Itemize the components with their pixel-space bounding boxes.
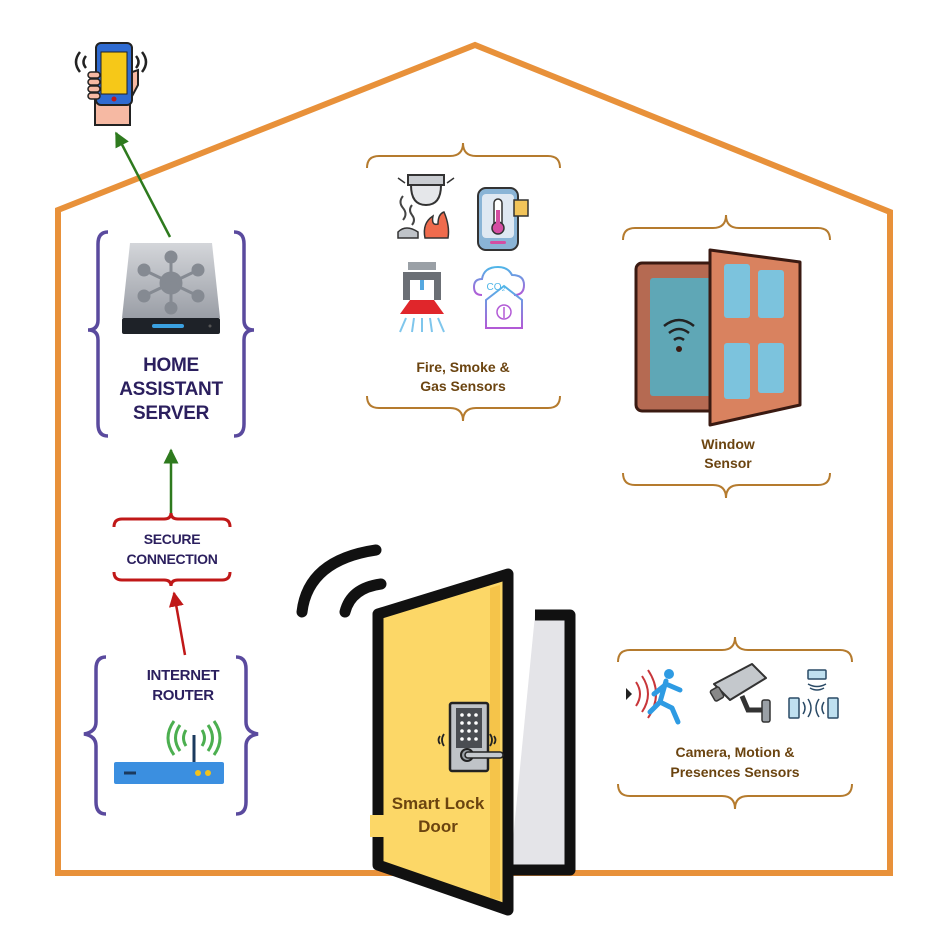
- door-frame: [510, 609, 576, 876]
- window-bracket-top: [622, 214, 831, 241]
- server-group: HOME ASSISTANT SERVER: [87, 230, 255, 438]
- router-bracket-right: [235, 655, 259, 816]
- server-label-line-1: HOME: [143, 355, 199, 376]
- server-drive-icon: [122, 243, 220, 334]
- window-wifi-icon: [634, 248, 802, 427]
- fire-sensors-group: CO₂ Fire, Smoke & Gas Sensors: [366, 142, 561, 422]
- secure-bracket-bottom: [112, 571, 232, 587]
- router-label-line-2: ROUTER: [152, 687, 214, 704]
- camera-bracket-top: [617, 636, 853, 663]
- server-label-line-3: SERVER: [133, 403, 210, 424]
- window-sensor-group: Window Sensor: [622, 214, 831, 499]
- motion-sensor-icon: [626, 669, 683, 725]
- sprinkler-icon: [399, 262, 445, 333]
- wifi-router-icon: [114, 720, 224, 784]
- camera-bracket-bottom: [617, 783, 853, 810]
- router-bracket-left: [83, 655, 107, 816]
- camera-sensors-group: Camera, Motion & Presences Sensors: [617, 636, 853, 810]
- window-bracket-bottom: [622, 472, 831, 499]
- camera-label-line-1: Camera, Motion &: [675, 744, 794, 760]
- arrow-server-to-phone: [114, 131, 172, 238]
- camera-label-line-2: Presences Sensors: [670, 764, 799, 780]
- secure-label-line-1: SECURE: [144, 531, 201, 547]
- smart-lock-door-group: Smart Lock Door: [296, 544, 576, 916]
- router-label-line-1: INTERNET: [147, 667, 220, 684]
- svg-text:CO₂: CO₂: [487, 282, 506, 293]
- window-label-line-1: Window: [701, 436, 755, 452]
- house-outline: [55, 41, 893, 876]
- keypad-lock-icon: [437, 701, 504, 773]
- secure-bracket-top: [112, 512, 232, 528]
- presence-sensor-icon: [788, 669, 839, 719]
- secure-connection-group: SECURE CONNECTION: [112, 512, 232, 587]
- security-camera-icon: [709, 663, 771, 723]
- fire-bracket-bottom: [366, 395, 561, 422]
- door-label-line-2: Door: [418, 817, 458, 836]
- fire-label-line-1: Fire, Smoke &: [416, 359, 509, 375]
- server-label-line-2: ASSISTANT: [119, 379, 223, 400]
- secure-label-line-2: CONNECTION: [126, 551, 217, 567]
- server-bracket-left: [87, 230, 109, 438]
- smoke-detector-icon: [397, 174, 455, 239]
- server-bracket-right: [233, 230, 255, 438]
- window-label-line-2: Sensor: [704, 455, 752, 471]
- co2-sensor-icon: CO₂: [472, 265, 526, 329]
- router-group: INTERNET ROUTER: [83, 655, 259, 816]
- door-label-line-1: Smart Lock: [392, 794, 485, 813]
- smartphone-in-hand-icon: [74, 42, 148, 126]
- fire-bracket-top: [366, 142, 561, 169]
- door-wifi-icon: [296, 544, 387, 618]
- arrow-router-to-secure: [168, 591, 187, 656]
- fire-label-line-2: Gas Sensors: [420, 378, 506, 394]
- thermostat-icon: [477, 187, 529, 251]
